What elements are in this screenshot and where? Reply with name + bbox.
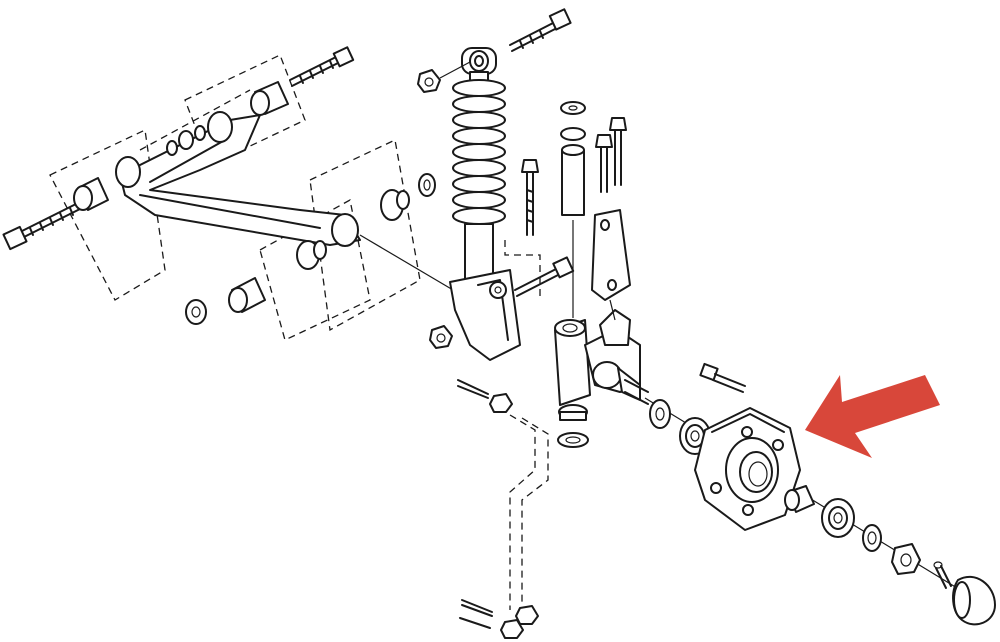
bracket-bolt <box>514 256 575 297</box>
coil-over-shock <box>449 47 521 361</box>
lower-control-arm <box>115 111 361 247</box>
lower-bushing-set <box>185 240 327 325</box>
small-spacers <box>166 125 206 156</box>
upper-arm-bolt <box>289 46 355 87</box>
spacer-stack <box>560 101 586 318</box>
dust-cap <box>952 575 996 626</box>
cotter-pin-upper <box>457 379 513 413</box>
outer-bearing <box>821 498 855 538</box>
mount-bracket-plate <box>591 209 631 321</box>
hub-cotter-pin <box>933 561 952 589</box>
left-mounting-bolt <box>2 201 83 251</box>
vertical-bolt-center <box>521 159 539 236</box>
guide-line-dashed-center <box>504 240 541 300</box>
coil-spring <box>452 79 506 225</box>
shock-top-bolt <box>509 8 572 52</box>
caliper-bolts <box>595 117 627 193</box>
arrow-left-down-icon <box>805 375 940 458</box>
hub-spacer <box>784 485 815 513</box>
spindle-knuckle <box>554 309 649 406</box>
outer-washer <box>862 524 882 552</box>
upper-bushing <box>250 81 289 116</box>
knuckle-bushings <box>557 404 589 448</box>
left-bushing <box>73 177 109 211</box>
shock-top-nut <box>417 69 441 93</box>
hub-bolt <box>699 362 746 393</box>
inner-washer <box>649 399 671 429</box>
bracket-nut <box>429 325 453 349</box>
castle-nut <box>891 543 921 575</box>
guide-line-shock-top <box>439 61 471 79</box>
arm-bushing-washers <box>380 173 436 221</box>
wheel-hub <box>694 407 801 531</box>
cotter-pin-lower <box>459 599 539 639</box>
